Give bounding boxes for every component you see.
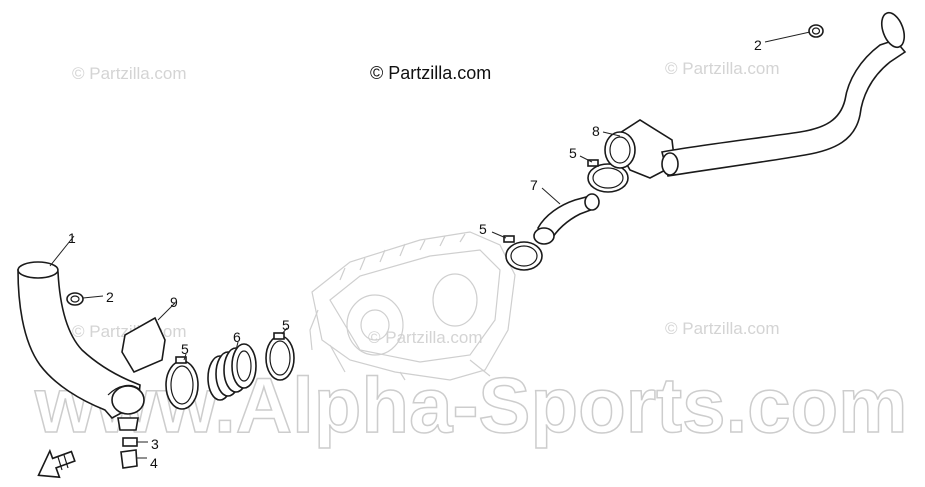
part-7-hose (533, 193, 600, 245)
callout-5-d: 5 (569, 145, 577, 161)
part-2-grommet-left (66, 292, 84, 306)
part-3-clip (122, 437, 138, 447)
part-9-gasket (121, 316, 166, 374)
part-1-intake-duct (17, 261, 145, 431)
callout-3: 3 (151, 436, 159, 452)
callout-4: 4 (150, 455, 158, 471)
callout-9: 9 (170, 294, 178, 310)
copyright-label: © Partzilla.com (370, 63, 491, 83)
callout-5-b: 5 (282, 317, 290, 333)
part-6-boot (207, 343, 257, 401)
watermark-mid-center: © Partzilla.com (368, 328, 483, 347)
watermark-mid-right: © Partzilla.com (665, 319, 780, 338)
big-watermark: www.Alpha-Sports.com (34, 361, 908, 449)
callout-1: 1 (68, 230, 76, 246)
part-5-clamp-c (503, 235, 543, 271)
callout-6: 6 (233, 329, 241, 345)
part-5-clamp-b (265, 332, 295, 381)
part-5-clamp-d (587, 159, 629, 193)
callout-2-upper: 2 (754, 37, 762, 53)
callout-2-left: 2 (106, 289, 114, 305)
part-5-clamp-a (165, 356, 199, 410)
callout-8: 8 (592, 123, 600, 139)
upper-air-tube (661, 11, 907, 177)
part-4-cap (120, 449, 138, 469)
part-8-elbow (604, 119, 676, 179)
engine-ghost-outline (309, 231, 516, 381)
watermark-top-right: © Partzilla.com (665, 59, 780, 78)
leader-lines (49, 31, 811, 459)
watermark-top-left: © Partzilla.com (72, 64, 187, 83)
part-2-grommet-upper (808, 24, 824, 38)
callout-7: 7 (530, 177, 538, 193)
front-direction-arrow (37, 448, 76, 479)
callout-5-a: 5 (181, 341, 189, 357)
callout-5-c: 5 (479, 221, 487, 237)
